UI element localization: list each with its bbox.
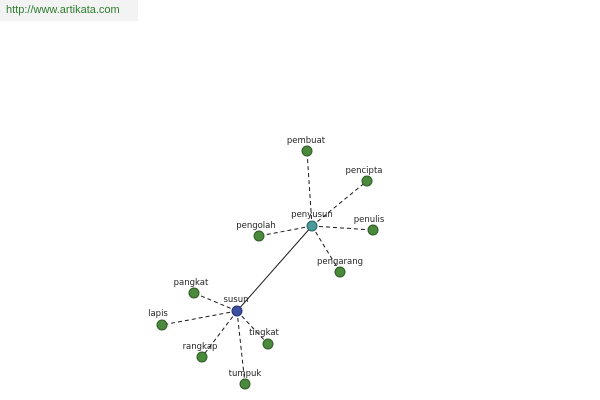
- node-rangkap[interactable]: [196, 351, 208, 363]
- site-url[interactable]: http://www.artikata.com: [0, 0, 138, 21]
- node-lapis[interactable]: [156, 319, 168, 331]
- node-penyusun[interactable]: [306, 220, 318, 232]
- edge-penyusun-pembuat: [306, 150, 313, 227]
- label-pengolah: pengolah: [236, 221, 276, 231]
- label-penulis: penulis: [354, 215, 385, 225]
- edge-susun-lapis: [161, 310, 238, 326]
- edge-susun-pangkat: [193, 292, 238, 312]
- edge-susun-penyusun: [236, 225, 313, 312]
- edge-penyusun-penulis: [311, 225, 374, 231]
- label-pembuat: pembuat: [287, 136, 326, 146]
- edge-penyusun-pengarang: [311, 225, 341, 273]
- edge-susun-tumpuk: [236, 310, 246, 385]
- node-penulis[interactable]: [367, 224, 379, 236]
- node-pengolah[interactable]: [253, 230, 265, 242]
- edge-susun-rangkap: [201, 310, 238, 358]
- node-pencipta[interactable]: [361, 175, 373, 187]
- edge-susun-tingkat: [236, 310, 269, 345]
- label-pengarang: pengarang: [317, 257, 363, 267]
- node-tingkat[interactable]: [262, 338, 274, 350]
- label-lapis: lapis: [148, 309, 168, 319]
- edge-penyusun-pencipta: [311, 180, 368, 227]
- label-penyusun: penyusun: [291, 210, 333, 220]
- node-pengarang[interactable]: [334, 266, 346, 278]
- node-tumpuk[interactable]: [239, 378, 251, 390]
- label-pangkat: pangkat: [174, 278, 209, 288]
- label-pencipta: pencipta: [346, 166, 383, 176]
- label-tingkat: tingkat: [249, 328, 279, 338]
- node-pangkat[interactable]: [188, 287, 200, 299]
- label-tumpuk: tumpuk: [229, 369, 262, 379]
- label-rangkap: rangkap: [183, 342, 218, 352]
- edge-penyusun-pengolah: [258, 225, 313, 237]
- node-susun[interactable]: [231, 305, 243, 317]
- label-susun: susun: [223, 295, 248, 305]
- node-pembuat[interactable]: [301, 145, 313, 157]
